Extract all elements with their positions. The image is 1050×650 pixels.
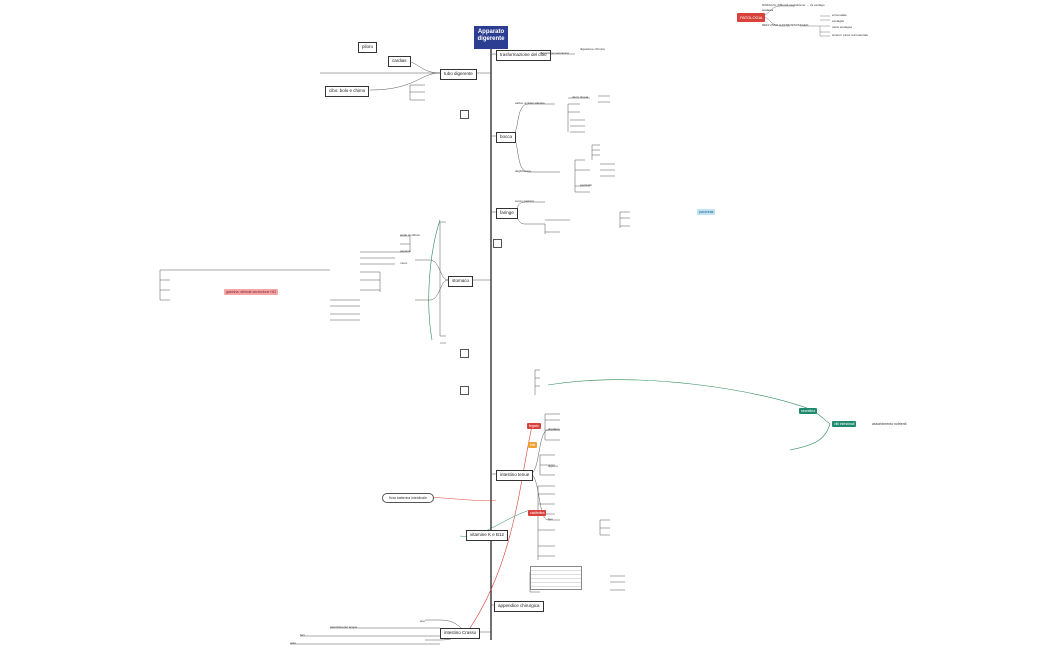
red-box-top[interactable]: PATOLOGIA [737, 13, 766, 22]
node-text: ileo [548, 517, 553, 521]
node-text: ano [420, 619, 426, 623]
placeholder-square [460, 386, 469, 395]
node-text: denti, lingua [572, 95, 589, 99]
section-organs[interactable]: tubo digerente [440, 69, 477, 80]
node-text: deglutizione [515, 169, 532, 173]
section-stomach[interactable]: stomaco [448, 276, 474, 287]
node-text: saliva: amilasi salivare [515, 101, 545, 105]
tr-line-3: ernia iatale [832, 13, 847, 17]
node-text: pepsina [400, 249, 411, 253]
tr-line-4: esofagite [832, 19, 845, 23]
node-text: muco [400, 261, 408, 265]
red-tag-b[interactable]: cistifellea [528, 510, 547, 516]
tr-line-2: REFLUSSO GASTROESOFAGEO [762, 23, 809, 27]
node-text: retto [290, 641, 297, 645]
placeholder-square [493, 239, 502, 248]
tr-line-0: DISFAGIA: difficoltà deglutizione → ca e… [762, 3, 825, 7]
tr-line-1: acalasia [762, 8, 774, 12]
pancreas-tag[interactable]: pancreas [697, 209, 716, 215]
teal-tag-a[interactable]: villi intestinali [832, 421, 857, 427]
box-lower[interactable]: vitamine K e B12 [466, 530, 509, 541]
node-text: assorbimento acqua [330, 625, 358, 629]
teal-tag-b: assorbimento nutrienti [872, 422, 907, 426]
node-text: peristalsi [580, 183, 592, 187]
oval-lower[interactable]: flora batterica intestinale [382, 493, 434, 503]
node-text: digestione meccanica [540, 51, 569, 55]
section-mastication[interactable]: trasformazione del cibo [496, 50, 551, 61]
section-pharynx[interactable]: faringe [496, 208, 518, 219]
tr-line-5: varici esofagee [832, 25, 853, 29]
node-text: acido cloridrico [400, 233, 421, 237]
node-text: digestione chimica [580, 47, 605, 51]
section-appendix[interactable]: appendice chirurgica [494, 601, 544, 612]
node-text: duodeno [548, 427, 560, 431]
tr-line-6: sintomi: pirosi retrosternale [832, 33, 869, 37]
placeholder-square [460, 110, 469, 119]
root-node[interactable]: Apparato digerente [474, 26, 508, 49]
pink-tag[interactable]: gastrina: stimola secrezione HCl [224, 289, 279, 295]
table-thumbnail [530, 566, 582, 590]
section-large-intestine[interactable]: intestino Crasso [440, 628, 481, 639]
ileo-box[interactable]: cibo: bolo e chimo [325, 86, 370, 97]
section-small-intestine[interactable]: intestino tenue [496, 470, 534, 481]
red-tag-a[interactable]: fegato [527, 423, 541, 429]
node-text: succo gastrico [515, 199, 535, 203]
cardias-box[interactable]: cardias [388, 56, 411, 67]
section-oral[interactable]: bocca [496, 132, 517, 143]
piloro-box[interactable]: piloro [358, 42, 378, 53]
orange-tag[interactable]: bile [528, 442, 538, 448]
secretina-tag[interactable]: secretina [799, 408, 818, 414]
placeholder-square [460, 349, 469, 358]
node-text: feci [300, 633, 305, 637]
node-text: digiuno [548, 464, 558, 468]
